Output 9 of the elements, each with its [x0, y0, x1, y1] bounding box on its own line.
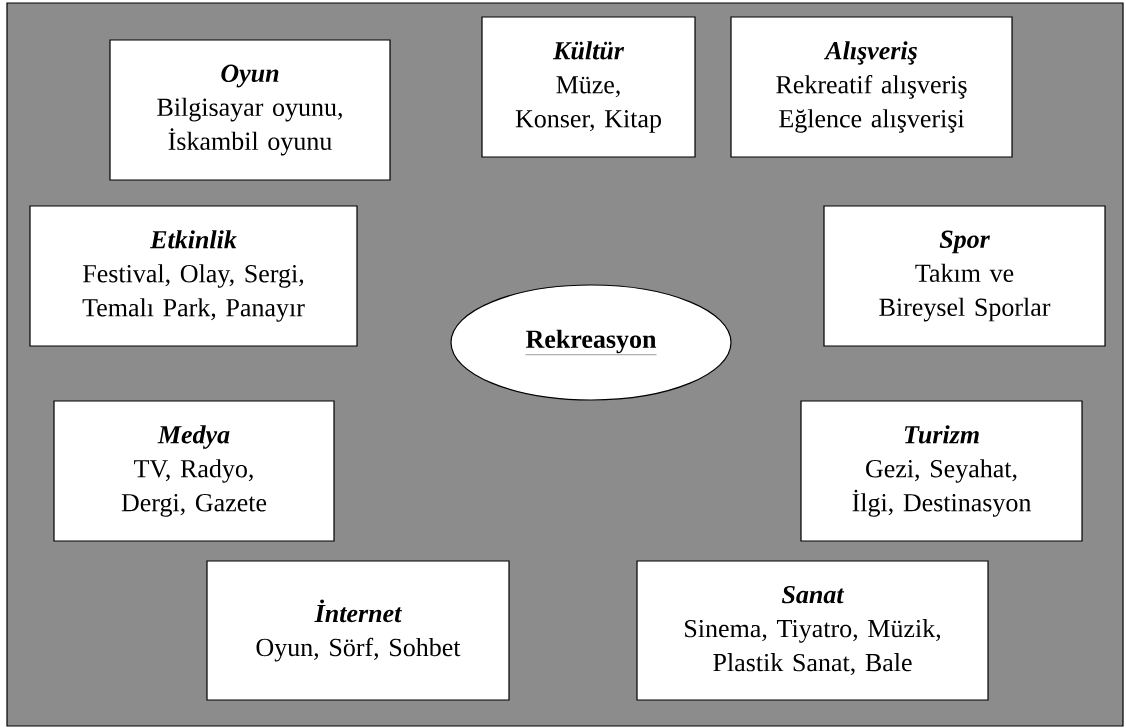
category-box: Medya TV, Radyo, Dergi, Gazete	[53, 400, 335, 542]
category-box: Sanat Sinema, Tiyatro, Müzik, Plastik Sanat, Bale	[636, 560, 989, 701]
category-box: Alışveriş Rekreatif alışveriş Eğlence alışverişi	[730, 16, 1013, 158]
category-box: Oyun Bilgisayar oyunu, İskambil oyunu	[109, 39, 391, 181]
category-box: Turizm Gezi, Seyahat, İlgi, Destinasyon	[800, 400, 1083, 542]
category-box: Etkinlik Festival, Olay, Sergi, Temalı Park, Panayır	[29, 205, 358, 347]
category-box: Kültür Müze, Konser, Kitap	[481, 16, 696, 158]
category-box: Spor Takım ve Bireysel Sporlar	[823, 205, 1106, 347]
category-box: İnternet Oyun, Sörf, Sohbet	[206, 560, 510, 701]
